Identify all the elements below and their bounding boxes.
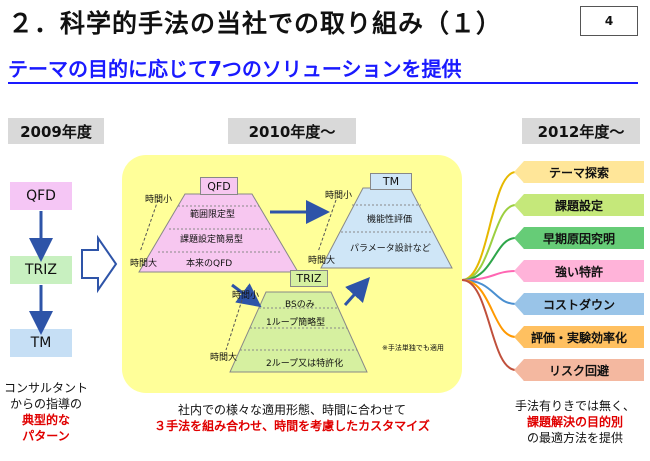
triz-row-1: BSのみ bbox=[285, 300, 315, 310]
right-note-red: 課題解決の目的別 bbox=[526, 415, 623, 429]
tm-time-small: 時間小 bbox=[325, 191, 353, 201]
left-note-line2: からの指導の bbox=[9, 397, 82, 411]
right-note-line3: の最適方法を提供 bbox=[526, 431, 623, 445]
page-subtitle: テーマの目的に応じて7つのソリューションを提供 bbox=[8, 57, 462, 81]
left-note-red2: パターン bbox=[22, 429, 70, 443]
tm-row-1: 機能性評価 bbox=[367, 215, 413, 225]
solution-issue-setting: 課題設定 bbox=[514, 194, 644, 216]
tm-tag: TM bbox=[370, 173, 412, 190]
left-note: コンサルタント からの指導の 典型的な パターン bbox=[0, 380, 92, 444]
triz-trapezoid bbox=[229, 291, 368, 373]
qfd-tag: QFD bbox=[200, 177, 238, 195]
qfd-time-large: 時間大 bbox=[130, 259, 158, 269]
tm-time-large: 時間大 bbox=[308, 256, 336, 266]
solution-eval-efficiency: 評価・実験効率化 bbox=[514, 326, 644, 348]
big-right-arrow bbox=[81, 234, 118, 294]
triz-row-3: 2ループ又は特許化 bbox=[266, 359, 344, 369]
triz-time-large: 時間大 bbox=[210, 353, 238, 363]
left-note-red1: 典型的な bbox=[21, 413, 70, 427]
solution-cost-down: コストダウン bbox=[514, 293, 644, 315]
solution-theme-search: テーマ探索 bbox=[514, 161, 644, 183]
center-footnote: ※手法単独でも適用 bbox=[382, 344, 444, 352]
subtitle-underline bbox=[8, 82, 638, 84]
right-note: 手法有りきでは無く、 課題解決の目的別 の最適方法を提供 bbox=[500, 398, 650, 446]
qfd-time-small: 時間小 bbox=[145, 195, 173, 205]
qfd-row-1: 範囲限定型 bbox=[190, 210, 236, 220]
center-caption-line2: ３手法を組み合わせ、時間を考慮したカスタマイズ bbox=[154, 419, 430, 433]
center-caption: 社内での様々な適用形態、時間に合わせて ３手法を組み合わせ、時間を考慮したカスタ… bbox=[122, 402, 462, 434]
solution-early-cause: 早期原因究明 bbox=[514, 227, 644, 249]
year-2010-header: 2010年度～ bbox=[228, 118, 356, 144]
page-number: 4 bbox=[580, 6, 638, 36]
triz-time-small: 時間小 bbox=[232, 291, 260, 301]
solution-strong-patent: 強い特許 bbox=[514, 260, 644, 282]
year-2012-header: 2012年度～ bbox=[522, 118, 640, 144]
qfd-row-2: 課題設定簡易型 bbox=[180, 235, 244, 245]
arrow-triz-tm bbox=[343, 277, 371, 307]
left-note-line1: コンサルタント bbox=[3, 381, 88, 395]
year-2009-header: 2009年度 bbox=[8, 118, 104, 144]
page-title: ２．科学的手法の当社での取り組み（１） bbox=[8, 9, 503, 38]
stage-qfd: QFD bbox=[10, 182, 72, 210]
right-note-line1: 手法有りきでは無く、 bbox=[514, 399, 635, 413]
triz-row-2: 1ループ簡略型 bbox=[266, 318, 326, 328]
triz-tag: TRIZ bbox=[290, 270, 328, 287]
center-caption-line1: 社内での様々な適用形態、時間に合わせて bbox=[177, 403, 406, 417]
arrow-qfd-triz bbox=[231, 283, 262, 308]
solution-risk-avoid: リスク回避 bbox=[514, 359, 644, 381]
tm-row-2: パラメータ設計など bbox=[350, 244, 431, 254]
qfd-row-3: 本来のQFD bbox=[186, 259, 233, 269]
